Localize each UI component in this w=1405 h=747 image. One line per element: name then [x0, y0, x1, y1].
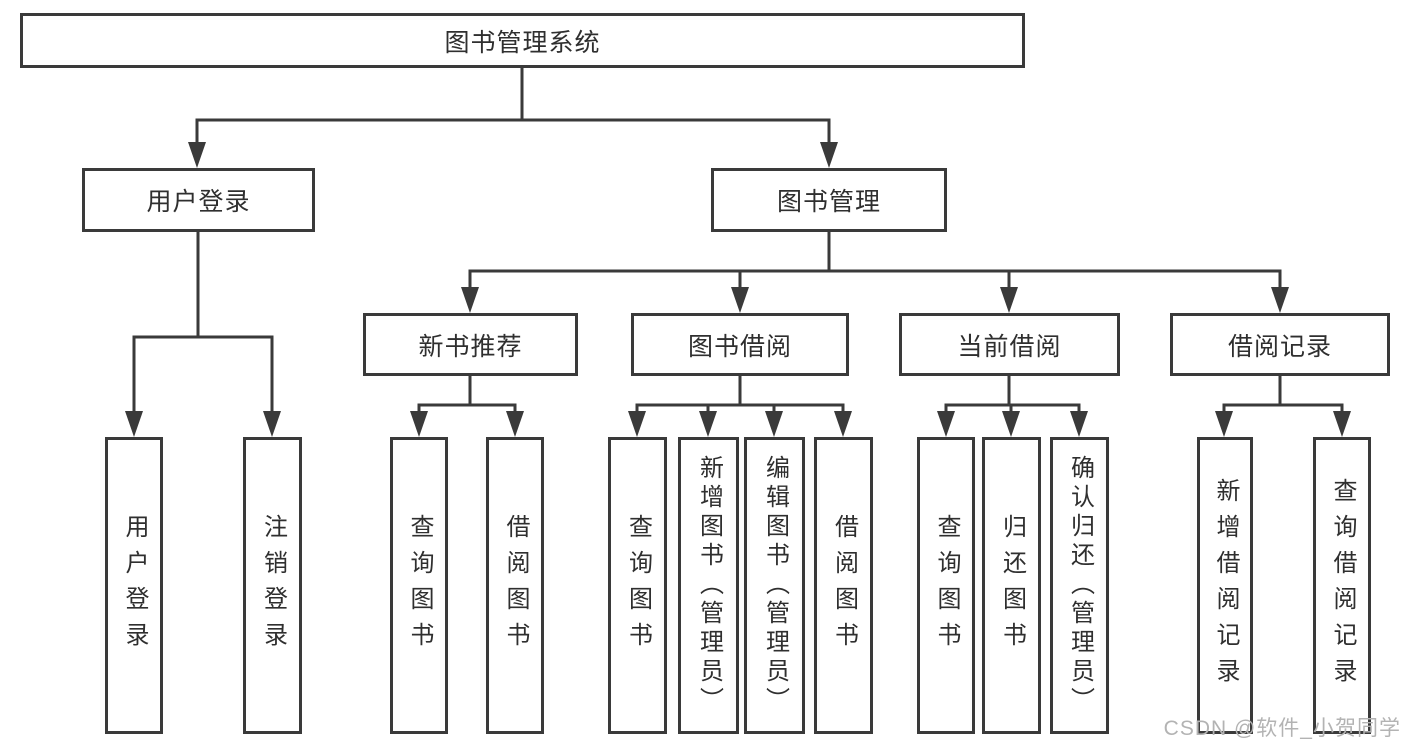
- leaf-query-book-current: 查询图书: [917, 437, 975, 734]
- leaf-logout-label: 注销登录: [259, 513, 287, 658]
- leaf-query-borrow-record: 查询借阅记录: [1313, 437, 1371, 734]
- leaf-query-book-recommend: 查询图书: [390, 437, 448, 734]
- leaf-user-login-label: 用户登录: [121, 513, 148, 658]
- leaf-add-borrow-record-label: 新增借阅记录: [1212, 477, 1239, 694]
- leaf-return-book-label: 归还图书: [998, 513, 1026, 658]
- node-root: 图书管理系统: [20, 13, 1025, 68]
- leaf-query-book-current-label: 查询图书: [933, 513, 960, 658]
- node-book-borrow: 图书借阅: [631, 313, 849, 376]
- leaf-query-book-borrow: 查询图书: [608, 437, 667, 734]
- leaf-add-book-admin: 新增图书（管理员）: [678, 437, 739, 734]
- leaf-query-borrow-record-label: 查询借阅记录: [1329, 477, 1356, 694]
- leaf-add-borrow-record: 新增借阅记录: [1197, 437, 1253, 734]
- node-current-borrow: 当前借阅: [899, 313, 1120, 376]
- leaf-add-book-admin-label: 新增图书（管理员）: [695, 455, 723, 716]
- leaf-query-book-recommend-label: 查询图书: [406, 513, 433, 658]
- leaf-borrow-book: 借阅图书: [814, 437, 873, 734]
- leaf-borrow-book-recommend-label: 借阅图书: [502, 513, 529, 658]
- leaf-logout: 注销登录: [243, 437, 302, 734]
- leaf-query-book-borrow-label: 查询图书: [624, 513, 652, 658]
- leaf-edit-book-admin: 编辑图书（管理员）: [744, 437, 805, 734]
- leaf-edit-book-admin-label: 编辑图书（管理员）: [761, 455, 789, 716]
- leaf-user-login: 用户登录: [105, 437, 163, 734]
- node-book-management: 图书管理: [711, 168, 947, 232]
- node-new-book-recommend: 新书推荐: [363, 313, 578, 376]
- leaf-borrow-book-recommend: 借阅图书: [486, 437, 544, 734]
- node-borrow-record: 借阅记录: [1170, 313, 1390, 376]
- watermark: CSDN @软件_小贺同学: [1163, 717, 1401, 740]
- leaf-confirm-return-admin-label: 确认归还（管理员）: [1066, 455, 1094, 716]
- leaf-confirm-return-admin: 确认归还（管理员）: [1050, 437, 1109, 734]
- node-user-login: 用户登录: [82, 168, 315, 232]
- leaf-borrow-book-label: 借阅图书: [830, 513, 858, 658]
- leaf-return-book: 归还图书: [982, 437, 1041, 734]
